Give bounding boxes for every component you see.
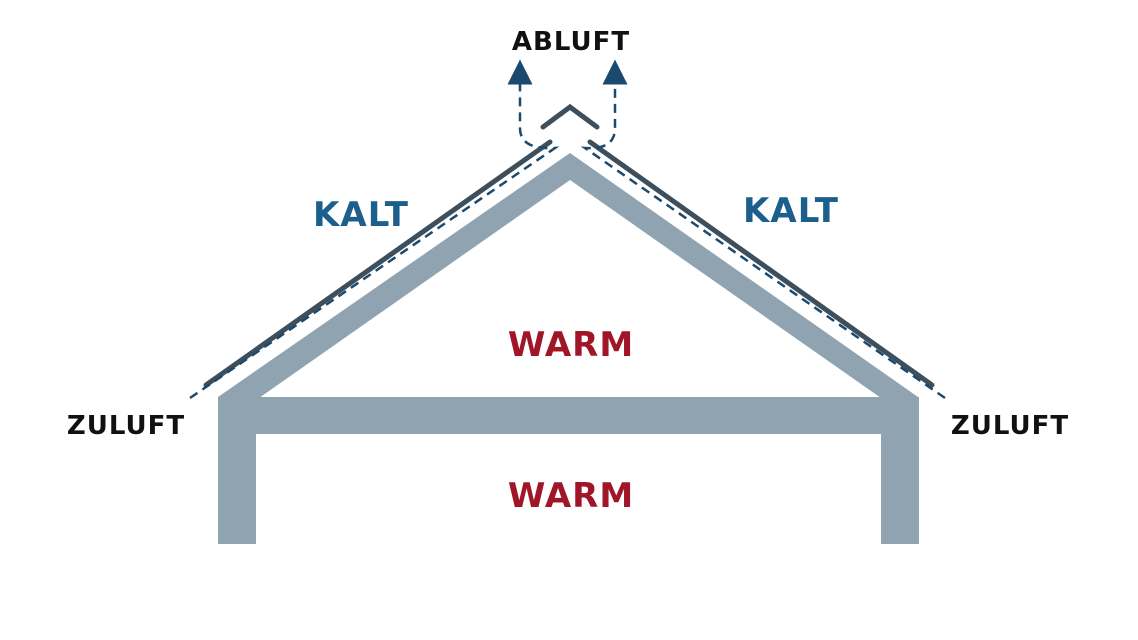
supply-label-right: ZULUFT [951,411,1069,441]
roof-covering-left [203,139,553,388]
left-wall [218,397,256,544]
cold-label-left: KALT [313,195,409,235]
exhaust-label: ABLUFT [512,27,630,57]
roof-covering-right [587,139,935,388]
house-structure [218,153,919,544]
cold-label-right: KALT [743,191,839,231]
ridge-cap [540,103,600,130]
supply-label-left: ZULUFT [67,411,185,441]
airflow-right [580,59,946,400]
roof-truss [218,153,918,398]
ceiling-beam [218,397,918,434]
warm-label-room: WARM [508,476,634,516]
airflow-left [189,59,560,400]
right-wall [881,397,919,544]
roof-covering [203,103,935,388]
warm-label-attic: WARM [508,325,634,365]
airflow-paths [189,59,946,400]
